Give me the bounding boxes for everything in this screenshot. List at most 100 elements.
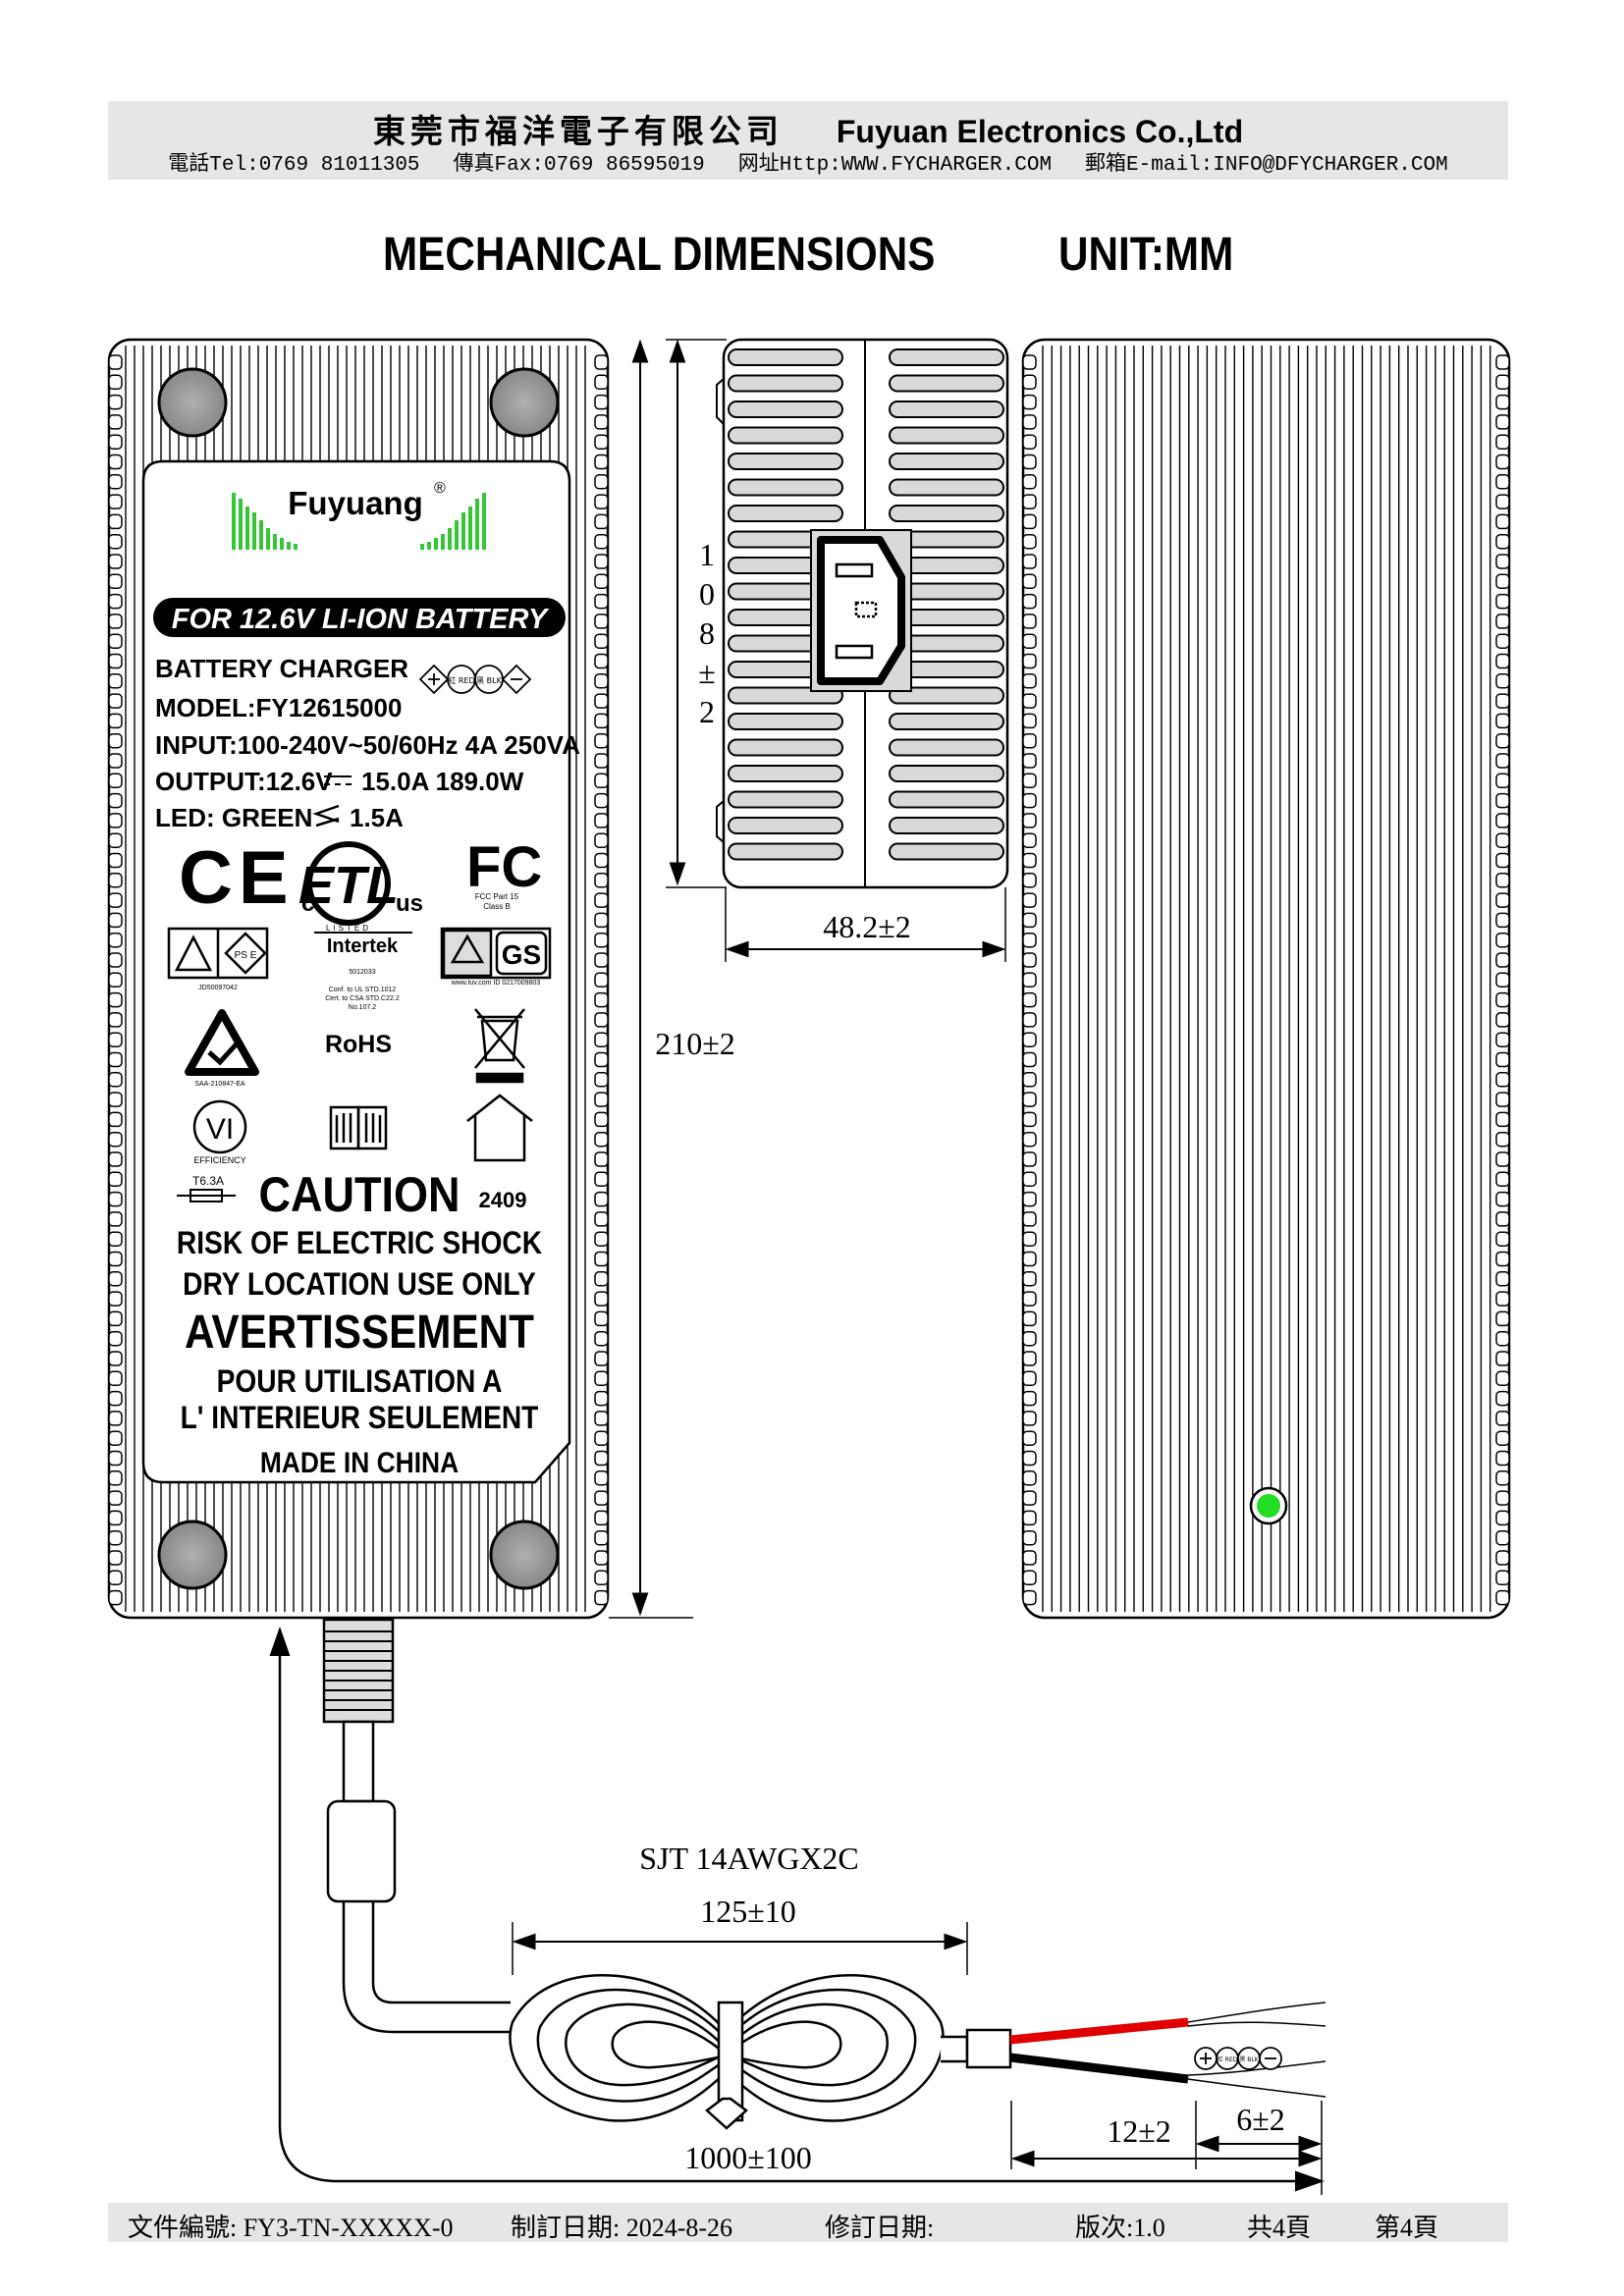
company-name-cn: 東莞市福洋電子有限公司 bbox=[372, 112, 784, 150]
output-red-label: 紅 RED bbox=[1218, 2056, 1238, 2063]
tuv-gs-mark bbox=[440, 927, 552, 980]
fuse-rating: T6.3A bbox=[192, 1174, 224, 1188]
strip-dimension: 12±2 bbox=[1107, 2113, 1171, 2149]
svg-text:c: c bbox=[301, 890, 314, 917]
led-suffix: 1.5A bbox=[350, 803, 404, 832]
ce-mark: CE bbox=[179, 836, 295, 920]
intertek-conf3: No.107.2 bbox=[349, 1004, 377, 1011]
intertek-label: Intertek bbox=[327, 935, 399, 957]
polarity-symbol bbox=[418, 664, 532, 695]
polarity-red-label: 紅 RED bbox=[448, 675, 474, 685]
front-side-tabs bbox=[108, 354, 609, 1606]
page-title: MECHANICAL DIMENSIONS bbox=[383, 229, 936, 281]
avertissement-heading: AVERTISSEMENT bbox=[185, 1305, 534, 1358]
svg-text:ETL: ETL bbox=[298, 856, 399, 915]
svg-text:Class B: Class B bbox=[483, 902, 511, 911]
label-plate bbox=[141, 459, 571, 1484]
length-dimension-text: 210±2 bbox=[655, 1026, 735, 1061]
output-rating-suffix: 15.0A 189.0W bbox=[361, 767, 524, 796]
doc-number: 文件編號: FY3-TN-XXXXX-0 bbox=[128, 2214, 454, 2242]
tel: 電話Tel:0769 81011305 bbox=[168, 154, 420, 177]
screw-top-left bbox=[157, 367, 228, 438]
svg-text:8: 8 bbox=[699, 615, 715, 651]
version: 版次:1.0 bbox=[1075, 2214, 1165, 2242]
intertek-conf1: Conf. to UL STD.1012 bbox=[329, 987, 397, 993]
front-view: Fuyuang ® FOR 12.6V LI-ION BATTERY BATTE… bbox=[107, 338, 610, 1620]
svg-text:0: 0 bbox=[699, 576, 715, 612]
cable-spec: SJT 14AWGX2C bbox=[639, 1841, 859, 1876]
efficiency-level: VI bbox=[206, 1113, 234, 1146]
pse-mark bbox=[167, 927, 269, 980]
company-name-line: 東莞市福洋電子有限公司 Fuyuan Electronics Co.,Ltd bbox=[108, 105, 1508, 152]
document-footer: 文件編號: FY3-TN-XXXXX-0 制訂日期: 2024-8-26 修訂日… bbox=[108, 2203, 1508, 2242]
unit-label: UNIT:MM bbox=[1058, 229, 1234, 281]
page-number: 第4頁 bbox=[1375, 2214, 1439, 2242]
length-dimension: 210±2 bbox=[609, 339, 735, 1619]
less-equal-symbol bbox=[312, 804, 340, 828]
svg-text:LISTED: LISTED bbox=[326, 924, 371, 933]
pse-code: JD50097042 bbox=[198, 985, 238, 991]
company-name-en: Fuyuan Electronics Co.,Ltd bbox=[836, 114, 1244, 149]
pour-utilisation: POUR UTILISATION A bbox=[217, 1364, 503, 1399]
fcc-mark: FC FCC Part 15 Class B bbox=[466, 835, 542, 911]
ac-inlet-socket bbox=[810, 529, 912, 692]
svg-text:FC: FC bbox=[466, 835, 542, 899]
screw-bottom-left bbox=[157, 1520, 228, 1590]
gs-label: GS bbox=[502, 939, 541, 970]
efficiency-mark bbox=[192, 1099, 247, 1154]
svg-text:1: 1 bbox=[699, 537, 715, 572]
interieur-seulement: L' INTERIEUR SEULEMENT bbox=[181, 1401, 539, 1435]
svg-text:2: 2 bbox=[699, 694, 715, 729]
intertek-conf2: Cert. to CSA STD.C22.2 bbox=[325, 995, 400, 1002]
svg-text:±: ± bbox=[698, 655, 716, 690]
cable-assembly bbox=[269, 1618, 1326, 2192]
output-polarity-symbol bbox=[1194, 2047, 1282, 2070]
fuse-symbol bbox=[177, 1189, 236, 1202]
back-view bbox=[1021, 338, 1511, 1620]
product-type: BATTERY CHARGER bbox=[155, 654, 408, 683]
dry-location-warning: DRY LOCATION USE ONLY bbox=[183, 1267, 536, 1302]
etl-mark: ETL c us LISTED bbox=[298, 841, 423, 933]
polarity-blk-label: 黑 BLK bbox=[476, 676, 502, 685]
back-side-tabs bbox=[1022, 354, 1510, 1606]
indoor-use-icon bbox=[466, 1094, 533, 1162]
total-pages: 共4頁 bbox=[1247, 2214, 1312, 2242]
website: 网址Http:WWW.FYCHARGER.COM bbox=[737, 154, 1053, 177]
tuv-text: www.tuv.com ID 0217009803 bbox=[451, 980, 541, 987]
weee-bin-icon bbox=[474, 1008, 525, 1084]
screw-bottom-right bbox=[489, 1520, 560, 1590]
svg-text:FCC Part 15: FCC Part 15 bbox=[475, 892, 519, 901]
pse-label: PS E bbox=[235, 950, 257, 961]
risk-warning: RISK OF ELECTRIC SHOCK bbox=[177, 1226, 542, 1260]
input-rating: INPUT:100-240V~50/60Hz 4A 250VA bbox=[155, 730, 580, 760]
rohs-label: RoHS bbox=[325, 1031, 392, 1058]
caution-heading: CAUTION bbox=[259, 1168, 460, 1223]
revision-date: 修訂日期: bbox=[825, 2214, 935, 2242]
height-dimension: 1 08 ±2 bbox=[698, 537, 716, 729]
dc-symbol bbox=[324, 775, 352, 785]
manual-book-icon bbox=[329, 1105, 388, 1150]
svg-text:us: us bbox=[396, 890, 423, 917]
issue-date: 制訂日期: 2024-8-26 bbox=[511, 2214, 733, 2242]
document-header: 東莞市福洋電子有限公司 Fuyuan Electronics Co.,Ltd 電話… bbox=[108, 101, 1508, 180]
registered-mark: ® bbox=[434, 480, 446, 497]
output-blk-label: 黑 BLK bbox=[1239, 2056, 1259, 2063]
battery-banner-text: FOR 12.6V LI-ION BATTERY bbox=[172, 604, 550, 635]
battery-banner bbox=[153, 598, 566, 637]
tin-dimension: 6±2 bbox=[1236, 2102, 1285, 2137]
cable-length-dimension: 1000±100 bbox=[684, 2140, 812, 2175]
email: 郵箱E-mail:INFO@DFYCHARGER.COM bbox=[1085, 154, 1448, 177]
output-rating-prefix: OUTPUT:12.6V bbox=[155, 767, 333, 796]
made-in-china: MADE IN CHINA bbox=[260, 1445, 459, 1478]
side-view: 108±2 48.2±2 bbox=[666, 338, 1009, 962]
led-indicator-icon bbox=[1257, 1494, 1280, 1518]
led-prefix: LED: GREEN bbox=[155, 803, 312, 832]
efficiency-label: EFFICIENCY bbox=[193, 1155, 246, 1165]
back-ribs bbox=[1042, 346, 1491, 1612]
rcm-mark bbox=[185, 1009, 259, 1076]
screw-top-right bbox=[489, 367, 560, 438]
saa-code: SAA-210847-EA bbox=[194, 1081, 245, 1088]
date-code: 2409 bbox=[479, 1188, 527, 1212]
